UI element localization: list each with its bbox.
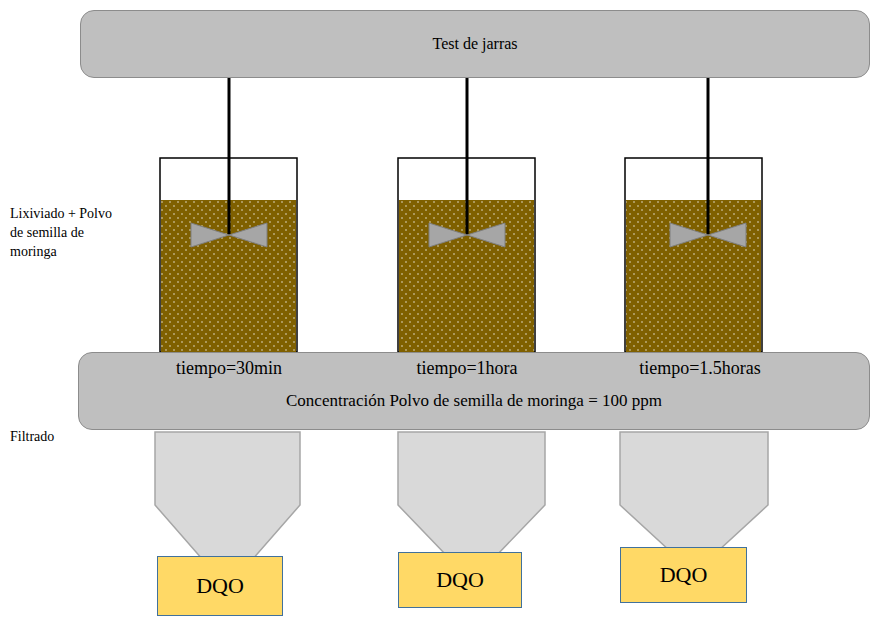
result-box: DQO xyxy=(398,552,522,608)
result-box: DQO xyxy=(157,556,283,616)
title-text: Test de jarras xyxy=(432,35,517,53)
input-label: Lixiviado + Polvo de semilla de moringa xyxy=(10,205,118,262)
impeller xyxy=(429,223,505,247)
time-label: tiempo=30min xyxy=(176,356,282,380)
funnel xyxy=(155,432,300,560)
stirrer-shaft xyxy=(466,76,469,235)
result-label: DQO xyxy=(436,567,484,593)
impeller xyxy=(670,223,746,247)
result-label: DQO xyxy=(660,562,708,588)
time-label: tiempo=1hora xyxy=(416,356,517,380)
impeller xyxy=(191,223,267,247)
funnel xyxy=(398,432,545,556)
step-label: Filtrado xyxy=(10,428,54,447)
result-box: DQO xyxy=(620,547,747,603)
time-label: tiempo=1.5horas xyxy=(639,356,761,380)
beaker xyxy=(625,158,762,352)
condition-text: Concentración Polvo de semilla de moring… xyxy=(286,391,662,411)
title-band: Test de jarras xyxy=(80,10,870,78)
stirrer-shaft xyxy=(707,76,710,235)
result-label: DQO xyxy=(196,573,244,599)
stirrer-shaft xyxy=(228,76,231,235)
funnel xyxy=(620,432,768,551)
